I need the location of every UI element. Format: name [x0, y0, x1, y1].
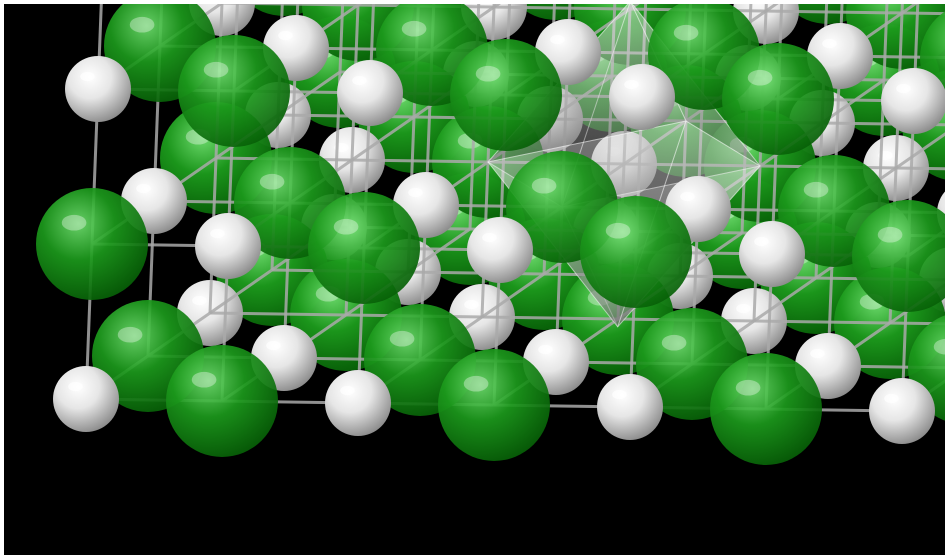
white-sphere-icon	[65, 56, 131, 122]
green-sphere-icon	[166, 345, 278, 457]
green-sphere-icon	[580, 196, 692, 308]
sphere-highlight	[68, 381, 83, 392]
sphere-highlight	[747, 69, 773, 86]
sphere-highlight	[408, 187, 423, 198]
anion-sphere	[308, 192, 420, 304]
cation-sphere	[65, 56, 131, 122]
white-sphere-icon	[53, 366, 119, 432]
anion-sphere	[36, 188, 148, 300]
cation-sphere	[869, 378, 935, 444]
sphere-highlight	[624, 79, 639, 90]
sphere-highlight	[673, 24, 699, 41]
cation-sphere	[597, 374, 663, 440]
sphere-highlight	[259, 173, 285, 190]
sphere-highlight	[191, 371, 217, 388]
sphere-highlight	[210, 228, 225, 239]
white-sphere-icon	[195, 213, 261, 279]
sphere-highlight	[61, 214, 87, 231]
cation-sphere	[881, 68, 945, 134]
sphere-highlight	[884, 393, 899, 404]
white-sphere-icon	[337, 60, 403, 126]
front-atoms	[36, 4, 945, 465]
lattice-line-vertical	[876, 4, 889, 236]
green-sphere-icon	[308, 192, 420, 304]
sphere-highlight	[203, 61, 229, 78]
green-sphere-icon	[710, 353, 822, 465]
sphere-highlight	[80, 71, 95, 82]
sphere-highlight	[550, 34, 565, 45]
sphere-highlight	[736, 303, 751, 314]
sphere-highlight	[810, 348, 825, 359]
anion-sphere	[580, 196, 692, 308]
sphere-highlight	[278, 30, 293, 41]
sphere-highlight	[531, 177, 557, 194]
white-sphere-icon	[869, 378, 935, 444]
green-sphere-icon	[178, 35, 290, 147]
sphere-highlight	[822, 38, 837, 49]
cation-sphere	[325, 370, 391, 436]
sphere-highlight	[933, 338, 945, 355]
sphere-highlight	[117, 326, 143, 343]
cation-sphere	[467, 217, 533, 283]
anion-sphere	[166, 345, 278, 457]
lattice-line-vertical	[332, 4, 345, 228]
white-sphere-icon	[597, 374, 663, 440]
anion-sphere	[852, 200, 945, 312]
sphere-highlight	[192, 295, 207, 306]
sphere-highlight	[352, 75, 367, 86]
white-sphere-icon	[739, 221, 805, 287]
white-sphere-icon	[325, 370, 391, 436]
sphere-highlight	[340, 385, 355, 396]
crystal-lattice-scene	[4, 4, 945, 555]
green-sphere-icon	[450, 39, 562, 151]
green-sphere-icon	[852, 200, 945, 312]
green-sphere-icon	[438, 349, 550, 461]
white-sphere-icon	[609, 64, 675, 130]
sphere-highlight	[605, 222, 631, 239]
cation-sphere	[53, 366, 119, 432]
sphere-highlight	[475, 65, 501, 82]
lattice-line-vertical	[480, 4, 496, 318]
sphere-highlight	[389, 330, 415, 347]
sphere-highlight	[680, 191, 695, 202]
lattice-line-vertical	[208, 4, 224, 314]
sphere-highlight	[754, 236, 769, 247]
anion-sphere	[438, 349, 550, 461]
sphere-highlight	[735, 379, 761, 396]
cation-sphere	[195, 213, 261, 279]
sphere-highlight	[463, 375, 489, 392]
sphere-highlight	[136, 183, 151, 194]
lattice-line-vertical	[406, 4, 420, 273]
crystal-lattice-model	[4, 4, 945, 555]
white-sphere-icon	[881, 68, 945, 134]
green-sphere-icon	[36, 188, 148, 300]
anion-sphere	[178, 35, 290, 147]
sphere-highlight	[661, 334, 687, 351]
sphere-highlight	[482, 232, 497, 243]
sphere-highlight	[266, 340, 281, 351]
anion-sphere	[249, 4, 319, 16]
sphere-highlight	[896, 83, 911, 94]
cation-sphere	[739, 221, 805, 287]
sphere-highlight	[333, 218, 359, 235]
sphere-highlight	[401, 20, 427, 37]
sphere-highlight	[464, 299, 479, 310]
green-sphere-icon	[722, 43, 834, 155]
anion-sphere	[710, 353, 822, 465]
sphere-highlight	[129, 16, 155, 33]
sphere-highlight	[803, 181, 829, 198]
sphere-highlight	[877, 226, 903, 243]
sphere-highlight	[612, 389, 627, 400]
anion-sphere	[450, 39, 562, 151]
green-sphere-icon	[249, 4, 319, 16]
lattice-line-vertical	[752, 4, 768, 322]
cation-sphere	[337, 60, 403, 126]
sphere-highlight	[538, 344, 553, 355]
white-sphere-icon	[467, 217, 533, 283]
cation-sphere	[609, 64, 675, 130]
anion-sphere	[722, 43, 834, 155]
